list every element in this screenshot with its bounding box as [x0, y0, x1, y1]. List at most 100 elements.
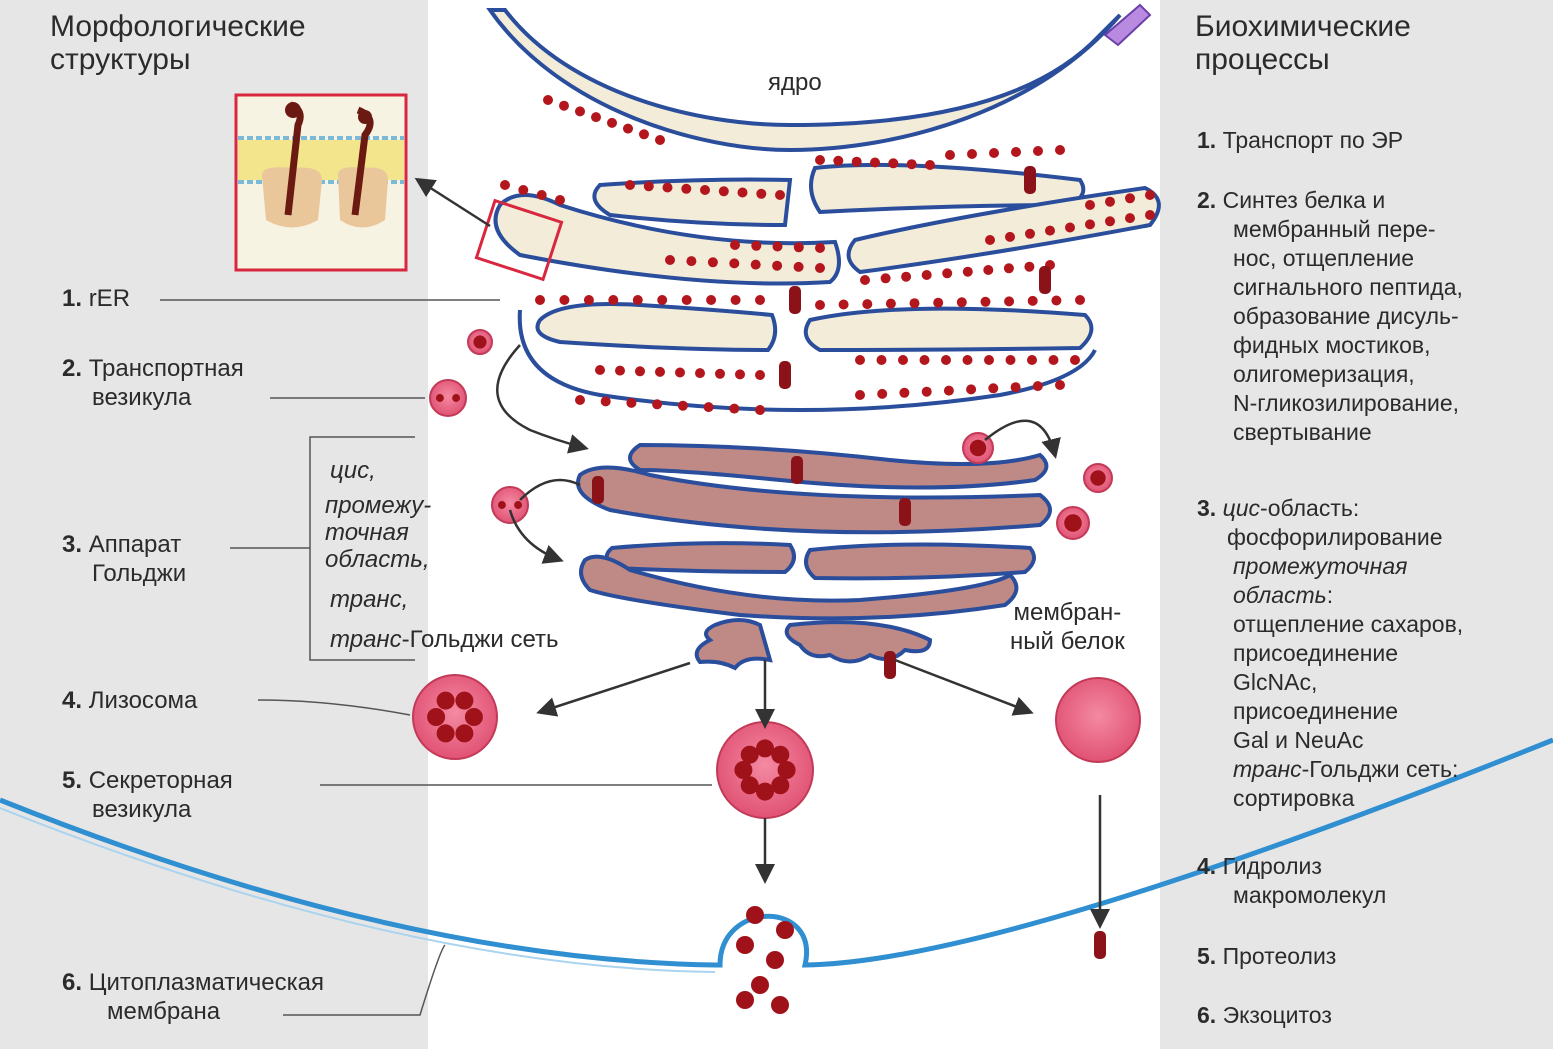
- ribosome: [775, 190, 785, 200]
- ribosome: [595, 365, 605, 375]
- rough-er: [496, 165, 1159, 410]
- protein-cluster: [473, 335, 486, 348]
- process-4-line1: Гидролиз: [1223, 853, 1322, 879]
- secreted-protein: [766, 951, 784, 969]
- label-transport-vesicle-line1: Транспортная: [89, 355, 244, 382]
- protein-cluster: [498, 501, 506, 509]
- golgi-medial-line3: область,: [325, 546, 431, 573]
- ribosome: [1065, 223, 1075, 233]
- ribosome: [833, 156, 843, 166]
- process-3-cis-italic: цис: [1223, 495, 1260, 521]
- ribosome: [855, 355, 865, 365]
- ribosome: [601, 396, 611, 406]
- label-secretory-vesicle-num: 5.: [62, 767, 82, 794]
- label-rer-num: 1.: [62, 285, 82, 312]
- process-3-p4: присоединение: [1197, 697, 1463, 726]
- label-transport-vesicle-num: 2.: [62, 355, 82, 382]
- golgi-cis-label: цис,: [330, 456, 376, 485]
- ribosome: [681, 184, 691, 194]
- ribosome: [755, 370, 765, 380]
- ribosome: [967, 149, 977, 159]
- protein-cluster: [437, 724, 455, 742]
- label-cytoplasmic-membrane-line1: Цитоплазматическая: [89, 969, 324, 996]
- secreted-protein: [736, 936, 754, 954]
- process-1-num: 1.: [1197, 127, 1216, 153]
- ribosome: [1055, 380, 1065, 390]
- ribosome: [1024, 262, 1034, 272]
- ribosome: [591, 112, 601, 122]
- ribosome: [1145, 210, 1155, 220]
- ribosome: [700, 185, 710, 195]
- golgi-medial-label: промежу- точная область,: [325, 492, 431, 573]
- ribosome: [751, 260, 761, 270]
- ribosome: [870, 158, 880, 168]
- ribosome: [963, 355, 973, 365]
- ribosome: [772, 261, 782, 271]
- label-golgi-line1: Аппарат: [89, 531, 182, 558]
- vesicle: [430, 380, 466, 416]
- ribosome: [898, 355, 908, 365]
- process-3-medial-line1: промежуточная: [1197, 552, 1463, 581]
- nucleus-label: ядро: [768, 68, 822, 97]
- label-lysosome-text: Лизосома: [89, 687, 198, 714]
- ribosome: [635, 366, 645, 376]
- membrane-protein-marker: [791, 456, 803, 484]
- ribosome: [1145, 190, 1155, 200]
- process-3-p2: присоединение: [1197, 639, 1463, 668]
- ribosome: [945, 150, 955, 160]
- ribosome: [633, 295, 643, 305]
- label-rer-text: rER: [89, 285, 130, 312]
- vesicle: [413, 675, 497, 759]
- golgi-trans-label: транс,: [330, 585, 408, 614]
- right-header: Биохимические процессы: [1195, 10, 1411, 76]
- label-transport-vesicle: 2. Транспортная везикула: [62, 354, 244, 412]
- ribosome: [815, 243, 825, 253]
- ribosome: [678, 401, 688, 411]
- ribosome: [907, 159, 917, 169]
- ribosome: [608, 295, 618, 305]
- left-header: Морфологические структуры: [50, 10, 306, 76]
- ribosome: [657, 295, 667, 305]
- ribosome: [1033, 146, 1043, 156]
- ribosome: [706, 295, 716, 305]
- membrane-protein-marker: [884, 651, 896, 679]
- ribosome: [607, 118, 617, 128]
- ribosome: [860, 275, 870, 285]
- ribosome: [1051, 296, 1061, 306]
- protein-cluster: [970, 440, 987, 457]
- ribosome: [644, 181, 654, 191]
- process-4: 4. Гидролиз макромолекул: [1197, 852, 1386, 910]
- ribosome: [839, 300, 849, 310]
- ribosome: [1027, 355, 1037, 365]
- ribosome: [708, 257, 718, 267]
- ribosome: [901, 272, 911, 282]
- ribosome: [773, 242, 783, 252]
- ribosome: [815, 263, 825, 273]
- ribosome: [852, 157, 862, 167]
- secreted-protein: [771, 996, 789, 1014]
- membrane-protein-marker: [789, 286, 801, 314]
- ribosome: [559, 295, 569, 305]
- secreted-protein: [751, 976, 769, 994]
- ribosome: [756, 189, 766, 199]
- process-3-trans-italic: транс: [1233, 756, 1302, 782]
- ribosome: [615, 366, 625, 376]
- ribosome: [1075, 295, 1085, 305]
- label-rer: 1. rER: [62, 284, 130, 313]
- ribosome: [794, 242, 804, 252]
- protein-cluster: [455, 724, 473, 742]
- ribosome: [738, 188, 748, 198]
- label-lysosome: 4. Лизосома: [62, 686, 197, 715]
- left-header-line2: структуры: [50, 43, 306, 76]
- secreted-protein: [776, 921, 794, 939]
- membrane-protein-line1: мембран-: [1010, 598, 1125, 627]
- process-5: 5. Протеолиз: [1197, 942, 1336, 971]
- process-6: 6. Экзоцитоз: [1197, 1001, 1332, 1030]
- process-3-cis-process: фосфорилирование: [1197, 523, 1463, 552]
- ribosome: [922, 270, 932, 280]
- ribosome: [625, 180, 635, 190]
- ribosome: [881, 273, 891, 283]
- process-3-medial-colon: :: [1327, 582, 1333, 608]
- ribosome: [665, 255, 675, 265]
- process-6-num: 6.: [1197, 1002, 1216, 1028]
